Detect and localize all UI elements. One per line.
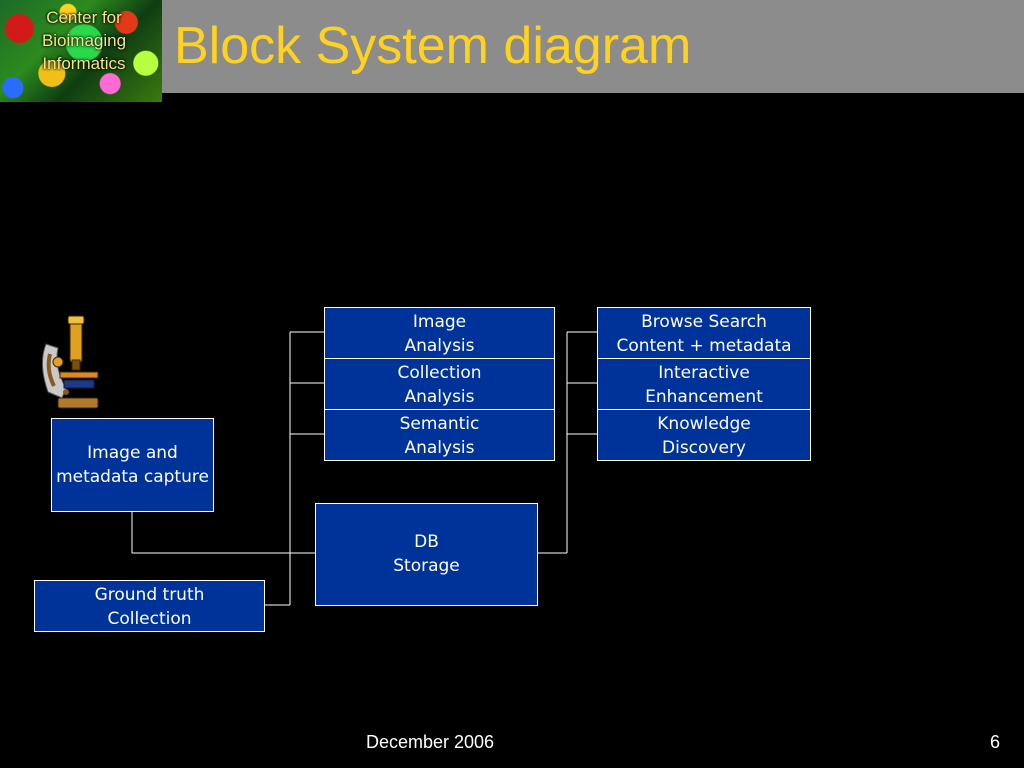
block-ground-truth: Ground truth Collection [34, 580, 265, 632]
block-image-capture: Image and metadata capture [51, 418, 214, 512]
logo-line: Center for [46, 8, 122, 27]
microscope-icon [42, 315, 99, 409]
page-number: 6 [989, 732, 1000, 752]
block-line: Knowledge [657, 414, 751, 434]
block-line: Image [412, 312, 467, 332]
block-line: metadata capture [56, 467, 209, 487]
block-line: Ground truth [94, 585, 205, 605]
block-interactive-enhancement: Interactive Enhancement [597, 358, 811, 410]
block-line: Content + metadata [616, 336, 792, 356]
block-line: Image and [87, 443, 178, 463]
footer-date: December 2006 [365, 732, 495, 752]
block-line: DB [414, 532, 439, 552]
block-collection-analysis: Collection Analysis [324, 358, 555, 410]
logo-text: Center for Bioimaging Informatics [24, 6, 144, 75]
block-line: Analysis [404, 438, 475, 458]
slide-title: Block System diagram [174, 17, 692, 75]
block-db-storage: DB Storage [315, 503, 538, 606]
block-line: Analysis [404, 387, 475, 407]
block-line: Semantic [399, 414, 480, 434]
block-line: Analysis [404, 336, 475, 356]
block-line: Collection [107, 609, 192, 629]
block-line: Enhancement [645, 387, 763, 407]
block-knowledge-discovery: Knowledge Discovery [597, 409, 811, 461]
block-line: Discovery [662, 438, 746, 458]
logo: Center for Bioimaging Informatics [0, 0, 162, 102]
block-line: Browse Search [641, 312, 767, 332]
block-line: Interactive [658, 363, 750, 383]
block-image-analysis: Image Analysis [324, 307, 555, 359]
block-semantic-analysis: Semantic Analysis [324, 409, 555, 461]
title-bar: Block System diagram [162, 0, 1024, 93]
logo-line: Informatics [42, 54, 126, 73]
logo-line: Bioimaging [41, 31, 127, 50]
block-line: Collection [397, 363, 482, 383]
block-browse-search: Browse Search Content + metadata [597, 307, 811, 359]
block-line: Storage [393, 556, 460, 576]
